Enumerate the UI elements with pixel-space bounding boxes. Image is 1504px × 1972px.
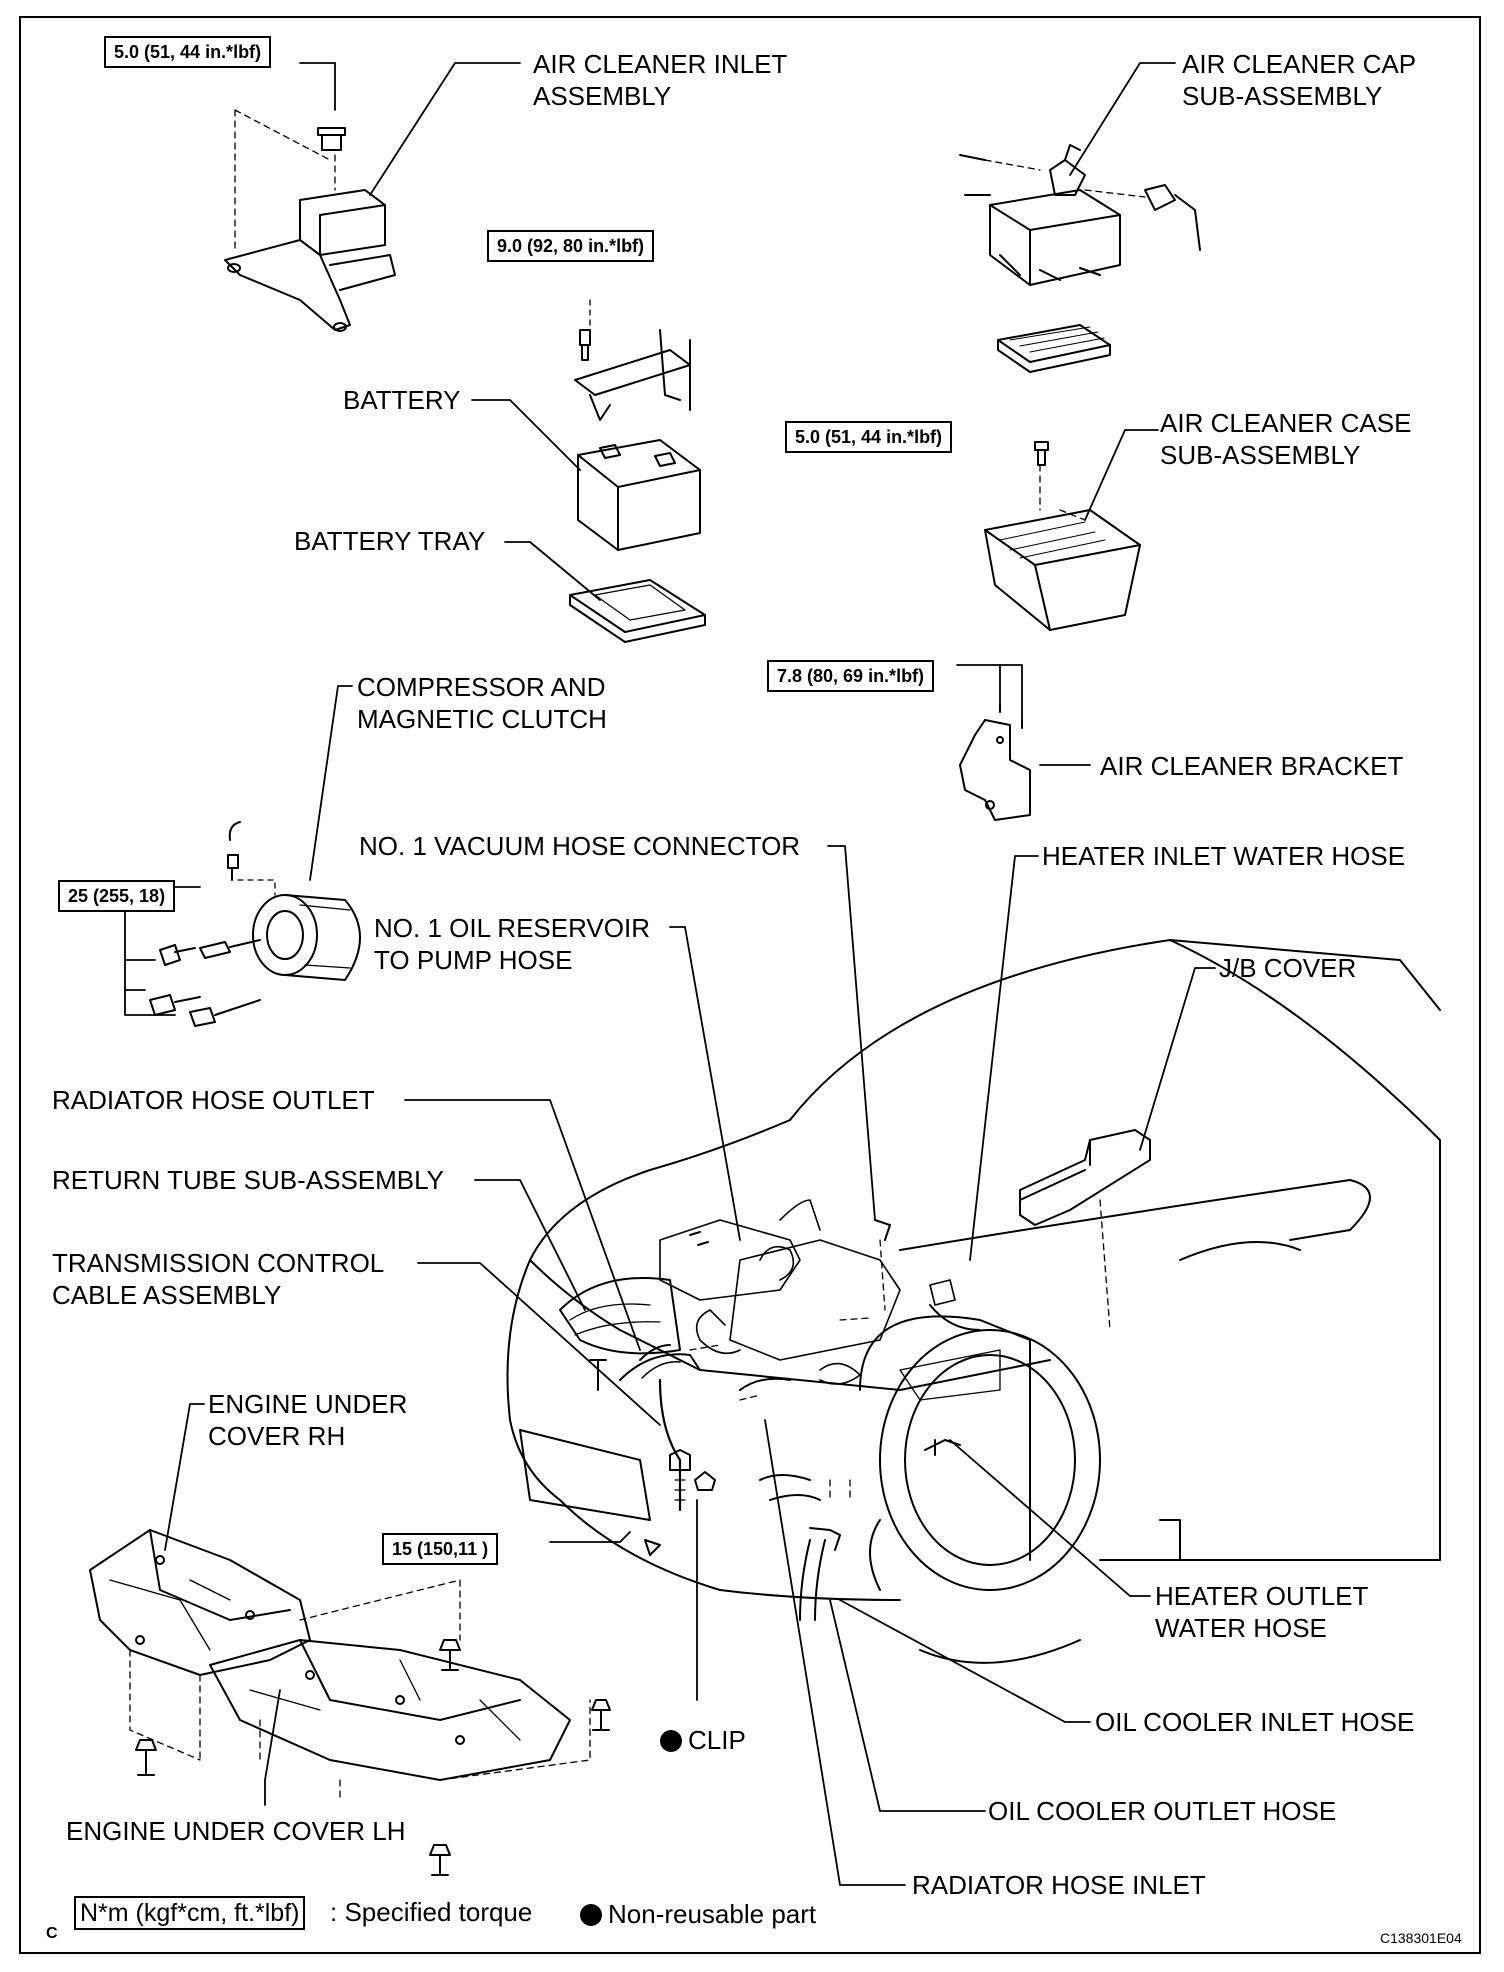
air-cleaner-case-drawing: [984, 441, 1141, 631]
label-oil-reservoir-hose: NO. 1 OIL RESERVOIR TO PUMP HOSE: [374, 913, 650, 975]
legend-nonreusable-text: Non-reusable part: [608, 1899, 817, 1929]
torque-compressor: 25 (255, 18): [58, 880, 176, 912]
torque-air-cleaner-bracket: 7.8 (80, 69 in.*lbf): [767, 660, 935, 692]
nonreusable-legend-dot-icon: [580, 1904, 602, 1926]
nonreusable-dot-icon: [660, 1730, 682, 1752]
air-cleaner-bracket-drawing: [959, 704, 1031, 821]
diagram-frame: [19, 16, 1481, 1954]
figure-id: C138301E04: [1380, 1930, 1462, 1946]
label-vacuum-hose-connector: NO. 1 VACUUM HOSE CONNECTOR: [359, 831, 801, 861]
torque-air-cleaner-case: 5.0 (51, 44 in.*lbf): [785, 421, 953, 453]
label-radiator-hose-inlet: RADIATOR HOSE INLET: [912, 1870, 1206, 1900]
air-cleaner-inlet-drawing: [224, 109, 396, 332]
label-air-cleaner-inlet: AIR CLEANER INLET ASSEMBLY: [533, 49, 788, 111]
label-clip-text: CLIP: [688, 1725, 746, 1755]
label-engine-under-cover-rh: ENGINE UNDER COVER RH: [208, 1389, 408, 1451]
air-cleaner-cap-drawing: [959, 144, 1201, 286]
torque-under-cover: 15 (150,11 ): [382, 1533, 499, 1565]
label-compressor: COMPRESSOR AND MAGNETIC CLUTCH: [357, 672, 607, 734]
battery-tray-drawing: [569, 579, 706, 643]
compressor-drawing: [149, 821, 361, 1027]
air-filter-drawing: [997, 324, 1111, 373]
label-air-cleaner-case: AIR CLEANER CASE SUB-ASSEMBLY: [1160, 408, 1412, 470]
legend-torque-unit-box: N*m (kgf*cm, ft.*lbf): [74, 1896, 306, 1930]
label-transmission-control-cable: TRANSMISSION CONTROL CABLE ASSEMBLY: [52, 1248, 385, 1310]
label-air-cleaner-bracket: AIR CLEANER BRACKET: [1100, 751, 1404, 781]
label-heater-outlet-water-hose: HEATER OUTLET WATER HOSE: [1155, 1581, 1369, 1643]
label-return-tube: RETURN TUBE SUB-ASSEMBLY: [52, 1165, 445, 1195]
label-oil-cooler-inlet-hose: OIL COOLER INLET HOSE: [1095, 1707, 1415, 1737]
label-battery-tray: BATTERY TRAY: [294, 526, 486, 556]
label-air-cleaner-cap: AIR CLEANER CAP SUB-ASSEMBLY: [1182, 49, 1417, 111]
torque-battery-clamp: 9.0 (92, 80 in.*lbf): [487, 230, 655, 262]
label-oil-cooler-outlet-hose: OIL COOLER OUTLET HOSE: [988, 1796, 1337, 1826]
leader-lines: [124, 62, 1216, 1886]
car-body-drawing: [506, 939, 1441, 1664]
engine-under-cover-lh-drawing: [209, 1639, 591, 1801]
label-engine-under-cover-lh: ENGINE UNDER COVER LH: [66, 1816, 406, 1846]
battery-clamp-drawing: [574, 299, 691, 421]
label-clip: CLIP: [660, 1724, 746, 1756]
fasteners-drawing: [135, 1639, 611, 1876]
hose-drawings: [589, 1219, 981, 1621]
engine-bay-drawing: [659, 1199, 1001, 1401]
jb-cover-drawing: [1019, 1129, 1151, 1226]
legend-nonreusable: Non-reusable part: [580, 1898, 816, 1930]
dashed-guides: [689, 1199, 1111, 1501]
engine-under-cover-rh-drawing: [89, 1529, 461, 1761]
torque-air-cleaner-inlet: 5.0 (51, 44 in.*lbf): [104, 36, 272, 68]
label-jb-cover: J/B COVER: [1219, 953, 1357, 983]
label-battery: BATTERY: [343, 385, 461, 415]
legend-specified-torque: : Specified torque: [330, 1897, 533, 1927]
label-radiator-hose-outlet: RADIATOR HOSE OUTLET: [52, 1085, 375, 1115]
corner-letter: C: [46, 1925, 58, 1942]
battery-drawing: [577, 439, 701, 551]
label-heater-inlet-water-hose: HEATER INLET WATER HOSE: [1042, 841, 1406, 871]
